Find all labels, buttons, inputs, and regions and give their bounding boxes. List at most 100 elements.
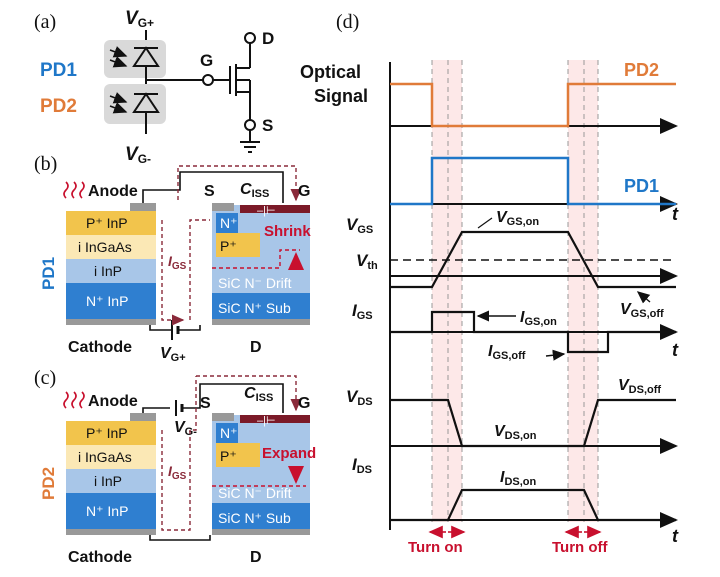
ids-label: IDS <box>352 455 372 476</box>
layer-label: i InGaAs <box>78 449 132 465</box>
drain-label: D <box>262 29 274 48</box>
gate-cap-icon: –|⊢ <box>257 415 276 427</box>
p-plus-label: P⁺ <box>220 238 237 254</box>
vgs-trace <box>390 230 676 289</box>
vgs-on-label: VGS,on <box>496 209 539 228</box>
gate-electrode <box>240 205 310 213</box>
vgs-label: VGS <box>346 215 373 236</box>
shrink-label: Shrink <box>264 223 311 240</box>
mos-substrate <box>212 503 310 529</box>
cathode-label: Cathode <box>68 549 132 566</box>
optical-label-2: Signal <box>314 86 368 106</box>
gate-label: G <box>200 51 213 70</box>
panel-c-label: (c) <box>34 367 56 389</box>
vg-minus-label: VG- <box>125 144 151 166</box>
layer-label: N⁺ InP <box>86 293 128 309</box>
drain-label: D <box>250 339 262 356</box>
vgs-off-label: VGS,off <box>620 301 664 320</box>
igs-on-label: IGS,on <box>520 309 557 328</box>
layer-label: P⁺ InP <box>86 425 128 441</box>
pd1-trace <box>390 156 676 206</box>
panel-a: (a) VG+ PD1 PD2 VG- G <box>34 8 274 166</box>
gate-electrode <box>240 415 310 423</box>
expand-label: Expand <box>262 445 316 462</box>
pd2-box <box>104 84 166 124</box>
gate-label: G <box>298 395 310 412</box>
vds-label: VDS <box>346 387 373 408</box>
layer-label: P⁺ InP <box>86 215 128 231</box>
igs-label: IGS <box>168 463 187 482</box>
panel-d: (d) Optical Signal PD2 PD1 t VGS Vth VGS… <box>300 11 679 556</box>
layer-p-inp <box>66 211 156 235</box>
turn-on-label: Turn on <box>408 539 463 556</box>
drift-label: SiC N⁻ Drift <box>218 275 292 291</box>
pd1-side-label: PD1 <box>39 257 58 290</box>
turn-off-band <box>568 60 598 522</box>
t-axis-label: t <box>672 526 679 546</box>
layer-p-inp <box>66 421 156 445</box>
anode-label: Anode <box>88 183 138 200</box>
turn-off-label: Turn off <box>552 539 609 556</box>
gate-terminal <box>202 74 214 86</box>
vds-on-label: VDS,on <box>494 423 537 442</box>
ciss-label: CISS <box>244 385 273 404</box>
ids-on-label: IDS,on <box>500 469 537 488</box>
pd1-label: PD1 <box>624 176 659 196</box>
source-label: S <box>262 116 273 135</box>
pd1-label: PD1 <box>40 60 77 81</box>
pd2-trace <box>390 82 676 128</box>
source-terminal <box>244 119 256 131</box>
layer-i-inp <box>66 469 156 493</box>
vsrc-label: VG- <box>174 419 197 438</box>
drain-terminal <box>244 32 256 44</box>
n-plus-label: N⁺ <box>220 425 238 441</box>
ciss-label: CISS <box>240 181 269 200</box>
igs-label: IGS <box>168 253 187 272</box>
igs-trace <box>390 310 676 354</box>
layer-n-inp <box>66 493 156 529</box>
cathode-label: Cathode <box>68 339 132 356</box>
vg-plus-label: VG+ <box>125 8 154 30</box>
layer-n-inp <box>66 283 156 319</box>
layer-i-inp <box>66 259 156 283</box>
layer-i-ingaas <box>66 445 156 469</box>
source-label: S <box>200 395 211 412</box>
panel-a-label: (a) <box>34 11 56 33</box>
light-icon <box>63 391 69 409</box>
pd2-side-label: PD2 <box>39 467 58 500</box>
source-label: S <box>204 183 215 200</box>
drift-label: SiC N⁻ Drift <box>218 485 292 501</box>
gate-cap-icon: –|⊢ <box>257 205 276 217</box>
igs-label: IGS <box>352 301 373 322</box>
mos-substrate <box>212 293 310 319</box>
layer-label: i InP <box>94 473 122 489</box>
vds-off-label: VDS,off <box>618 377 661 396</box>
panel-c: (c) Anode P⁺ InP i InGaAs i InP N⁺ InP P… <box>34 367 316 566</box>
layer-label: i InP <box>94 263 122 279</box>
gate-label: G <box>298 183 310 200</box>
p-plus-label: P⁺ <box>220 448 237 464</box>
sub-label: SiC N⁺ Sub <box>218 510 291 526</box>
layer-i-ingaas <box>66 235 156 259</box>
sub-label: SiC N⁺ Sub <box>218 300 291 316</box>
panel-b: (b) Anode P⁺ InP i InGaAs i InP N⁺ InP P… <box>34 153 311 364</box>
vds-trace <box>390 398 676 448</box>
ids-trace <box>390 488 676 522</box>
pd1-box <box>104 40 166 78</box>
turn-on-band <box>432 60 462 522</box>
vth-label: Vth <box>356 251 378 272</box>
drain-label: D <box>250 549 262 566</box>
light-icon <box>63 181 69 199</box>
t-axis-label: t <box>672 340 679 360</box>
igs-off-label: IGS,off <box>488 343 526 362</box>
optical-label-1: Optical <box>300 62 361 82</box>
layer-label: i InGaAs <box>78 239 132 255</box>
pd2-label: PD2 <box>40 96 77 117</box>
layer-label: N⁺ InP <box>86 503 128 519</box>
panel-b-label: (b) <box>34 153 57 175</box>
pd2-label: PD2 <box>624 60 659 80</box>
panel-d-label: (d) <box>336 11 359 33</box>
vsrc-label: VG+ <box>160 345 186 364</box>
anode-label: Anode <box>88 393 138 410</box>
